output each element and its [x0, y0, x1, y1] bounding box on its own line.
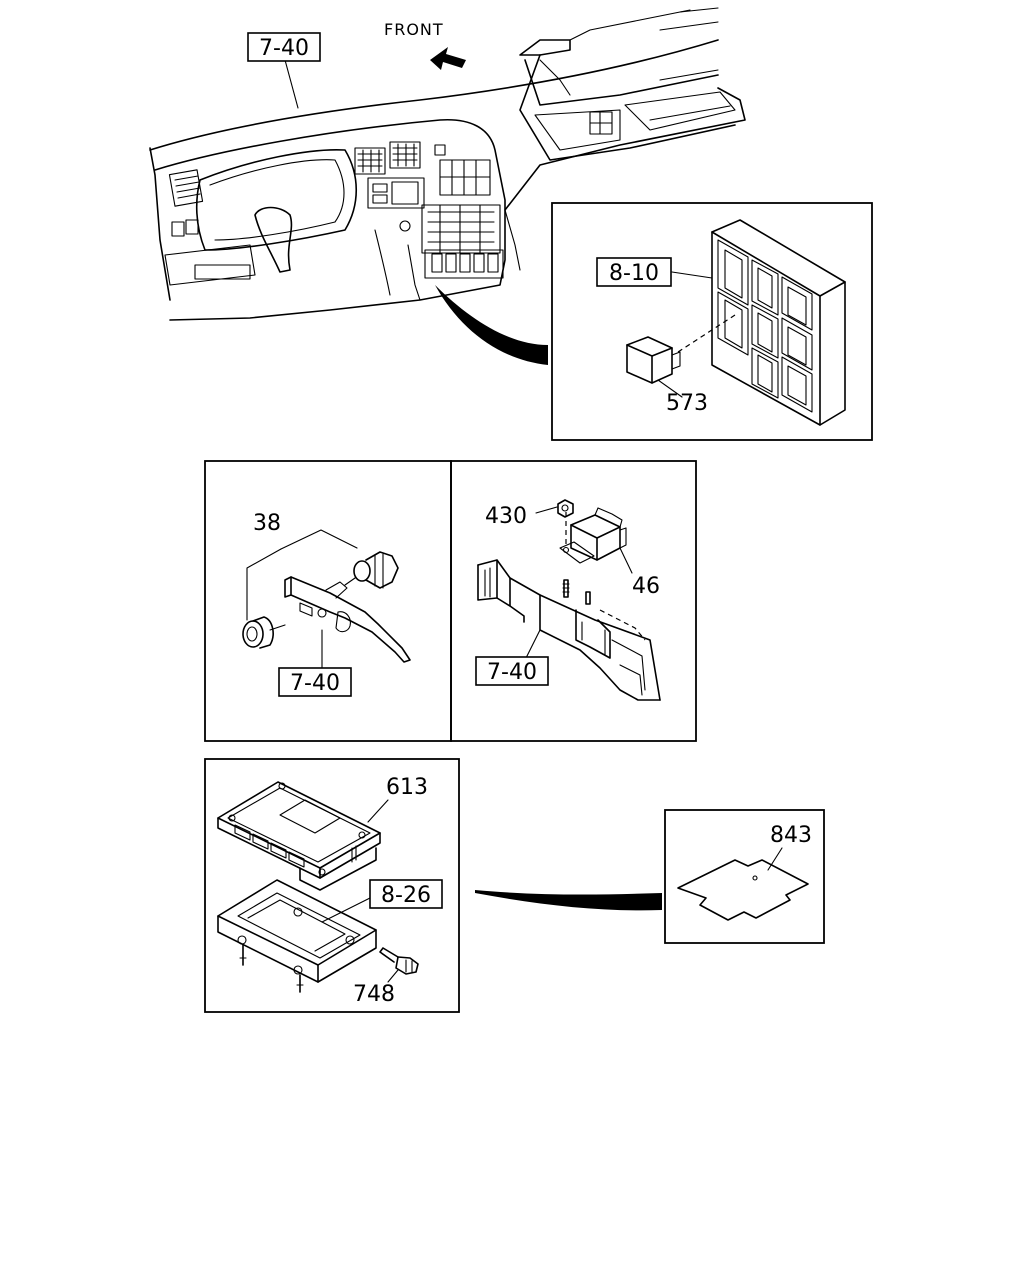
- part-label-613: 613: [386, 775, 428, 800]
- zoom-pointer-bottom: [475, 890, 662, 911]
- ecu-panel: [204, 758, 460, 1013]
- svg-text:7-40: 7-40: [487, 660, 537, 685]
- part-label-38: 38: [253, 511, 281, 536]
- leader-relay-box-ref: [671, 271, 713, 279]
- svg-text:8-26: 8-26: [381, 883, 431, 908]
- svg-text:8-10: 8-10: [609, 261, 659, 286]
- part-label-573: 573: [666, 391, 708, 416]
- leader-46: [619, 547, 633, 574]
- leader-relay-bracket-ref: [524, 629, 541, 661]
- dashboard-illustration: FRONT: [149, 7, 746, 321]
- part-label-843: 843: [770, 823, 812, 848]
- leader-430: [535, 506, 558, 514]
- leader-573: [657, 379, 683, 398]
- ref-box-relay-box: 8-10: [596, 257, 672, 287]
- front-arrow-icon: [430, 47, 466, 70]
- svg-text:7-40: 7-40: [259, 36, 309, 61]
- svg-text:7-40: 7-40: [290, 671, 340, 696]
- ref-box-switch-bracket: 7-40: [278, 667, 352, 697]
- part-label-748: 748: [353, 982, 395, 1007]
- pad-illustration: [677, 859, 809, 921]
- front-direction-label: FRONT: [384, 20, 444, 39]
- ref-box-ecu-bracket: 8-26: [369, 879, 443, 909]
- part-label-46: 46: [632, 574, 660, 599]
- leader-ecu-bracket-ref: [321, 896, 373, 923]
- ref-box-relay-bracket: 7-40: [475, 656, 549, 686]
- leader-613: [367, 799, 389, 823]
- ref-box-dash-top: 7-40: [247, 32, 321, 62]
- leader-dash-ref: [284, 59, 299, 109]
- relay-box-panel: [551, 202, 873, 441]
- ecu-illustration: [217, 781, 419, 993]
- leader-748: [387, 969, 399, 983]
- switch-panel: [204, 460, 452, 742]
- zoom-pointer-top: [435, 285, 548, 365]
- relay-box-illustration: [626, 219, 846, 426]
- relay-bracket-panel: [450, 460, 697, 742]
- part-label-430: 430: [485, 504, 527, 529]
- switch-illustration: [242, 529, 411, 663]
- leader-843: [767, 847, 783, 871]
- pad-panel: [664, 809, 825, 944]
